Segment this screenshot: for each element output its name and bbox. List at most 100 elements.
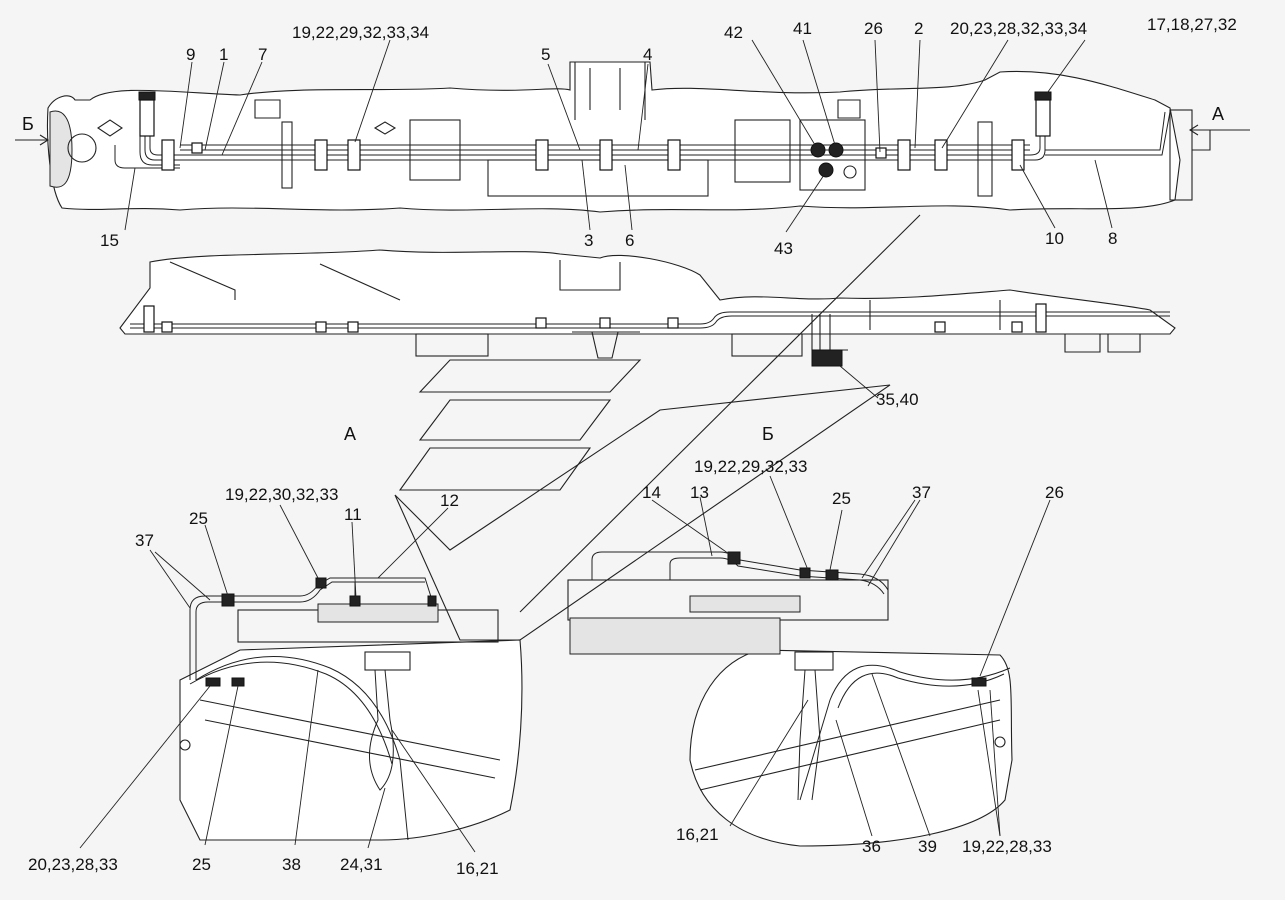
callout-label: 25 (192, 855, 211, 874)
callout-label: 8 (1108, 229, 1117, 248)
top-fitting (1035, 99, 1051, 137)
callout-label: 15 (100, 231, 119, 250)
top-fitting (139, 99, 155, 137)
arrow-b-label: Б (22, 114, 34, 134)
callout-label: 4 (643, 45, 652, 64)
view-a-bracket (364, 651, 411, 671)
side-frame-outline (119, 249, 1176, 335)
callout-label: 11 (344, 505, 362, 524)
view-a-hose (195, 656, 409, 841)
view-b-fitting (799, 567, 811, 579)
top-view: Б А 9 1 7 19,22,29,32,33,34 5 4 42 41 26… (15, 15, 1250, 258)
callout-label: 26 (864, 19, 883, 38)
side-tank (415, 333, 489, 357)
view-a-wheel-arch (199, 699, 501, 779)
callout-label: 39 (918, 837, 937, 856)
top-lug (254, 99, 281, 119)
side-pipe (130, 311, 1170, 325)
callout-label: 12 (440, 491, 459, 510)
callout-label: 37 (912, 483, 931, 502)
view-b-cylinder (689, 595, 801, 613)
view-b: Б 19,22,29,32,33 1 (567, 424, 1064, 856)
callout-label: 16,21 (456, 859, 499, 878)
view-a-cylinder (317, 603, 439, 623)
view-a-arm (369, 669, 394, 791)
view-b-fitting (971, 677, 987, 687)
top-arrow-b (15, 134, 50, 146)
top-clamps (161, 139, 1025, 171)
callout-label: 24,31 (340, 855, 383, 874)
top-fitting (138, 91, 156, 101)
view-a-leaders (79, 504, 476, 853)
top-valve (828, 142, 844, 158)
side-valve-block (811, 349, 843, 367)
callout-label: 43 (774, 239, 793, 258)
view-a-fitting (205, 677, 221, 687)
callout-label: 19,22,29,32,33,34 (292, 23, 429, 42)
callout-label: 25 (832, 489, 851, 508)
view-a-pipe (195, 581, 425, 680)
view-b-title: Б (762, 424, 774, 444)
callout-label: 19,22,28,33 (962, 837, 1052, 856)
top-valve (818, 162, 834, 178)
view-a-hose (189, 661, 393, 765)
callout-label: 13 (690, 483, 709, 502)
callout-label: 2 (914, 19, 923, 38)
top-front-block (1169, 109, 1193, 201)
callout-label: 5 (541, 45, 550, 64)
view-b-fitting (727, 551, 741, 565)
view-a: А 19,22,30,32,33 (28, 424, 523, 878)
top-rear-hub (67, 133, 97, 163)
top-rear-end (49, 110, 73, 188)
side-view: 35,40 (119, 249, 1176, 409)
callout-label: 9 (186, 45, 195, 64)
top-eye-icon (97, 119, 123, 137)
side-support (1064, 334, 1141, 353)
view-b-fitting (825, 569, 839, 581)
top-valve-hole (843, 165, 857, 179)
top-fitting (1034, 91, 1052, 101)
side-clamps (143, 303, 1047, 333)
callout-label: 19,22,29,32,33 (694, 457, 807, 476)
view-b-wheel-arch (694, 699, 1001, 791)
callout-label: 19,22,30,32,33 (225, 485, 338, 504)
callout-label: 37 (135, 531, 154, 550)
top-leaders (124, 39, 1113, 233)
view-b-arm (797, 669, 821, 801)
top-crossmember (977, 121, 993, 197)
callout-label: 16,21 (676, 825, 719, 844)
callout-label: 1 (219, 45, 228, 64)
view-a-fitting (221, 593, 235, 607)
arrow-a-label: А (1212, 104, 1224, 124)
callout-label: 35,40 (876, 390, 919, 409)
view-a-fitting (231, 677, 245, 687)
side-pipe (130, 315, 1170, 329)
view-a-fitting (427, 595, 437, 607)
view-a-title: А (344, 424, 356, 444)
side-leader (839, 365, 879, 399)
view-a-bolt (179, 739, 191, 751)
callout-label: 26 (1045, 483, 1064, 502)
side-frame-detail (169, 260, 1001, 330)
callout-label: 36 (862, 837, 881, 856)
callout-label: 38 (282, 855, 301, 874)
view-b-frame (689, 649, 1013, 847)
callout-label: 17,18,27,32 (1147, 15, 1237, 34)
view-b-pipe (669, 557, 885, 595)
view-b-cylinder (569, 617, 781, 655)
view-b-bolt (994, 736, 1006, 748)
view-b-leaders (651, 475, 1051, 837)
view-a-frame (179, 639, 523, 841)
callout-label: 10 (1045, 229, 1064, 248)
callout-label: 6 (625, 231, 634, 250)
callout-label: 7 (258, 45, 267, 64)
top-crossmember (734, 119, 791, 183)
view-b-bracket (794, 651, 834, 671)
callout-label: 3 (584, 231, 593, 250)
top-eye-icon (373, 121, 397, 135)
top-lug (837, 99, 861, 119)
side-bracket (572, 331, 640, 359)
callout-label: 41 (793, 19, 812, 38)
callout-label: 25 (189, 509, 208, 528)
